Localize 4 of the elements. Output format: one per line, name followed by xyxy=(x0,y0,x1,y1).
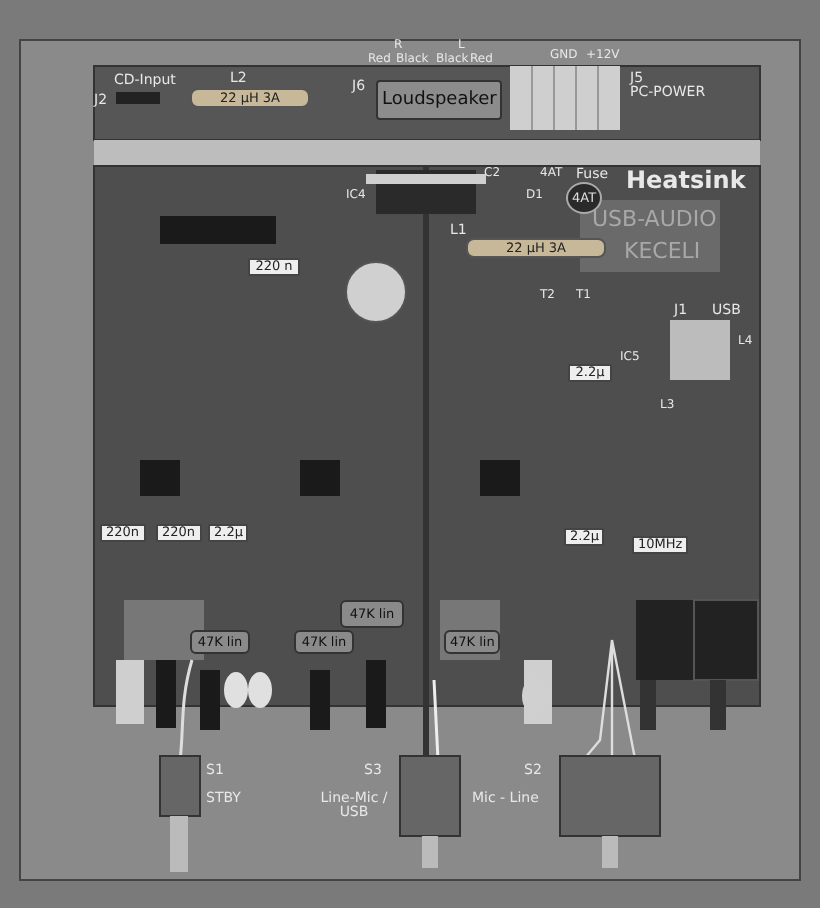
connector-block: Loudspeaker xyxy=(376,80,503,120)
silkscreen-text: KECELI xyxy=(624,240,701,262)
silkscreen-text: USB-AUDIO xyxy=(592,208,717,230)
heatsink-label: Heatsink xyxy=(626,168,746,192)
